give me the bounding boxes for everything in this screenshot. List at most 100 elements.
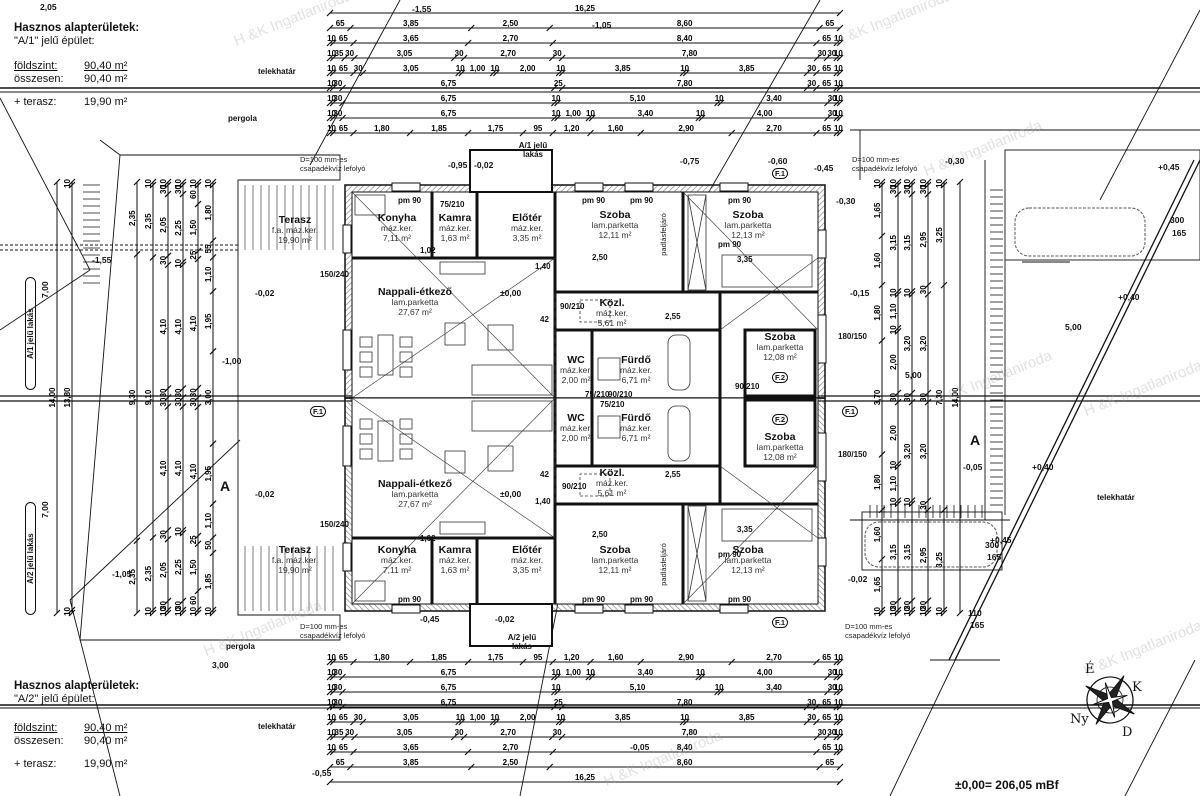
- dimension-value: 1,80: [873, 305, 882, 321]
- dimension-value: 35: [335, 49, 344, 58]
- level-mark: -0,55: [312, 768, 332, 778]
- dimension-tick: [908, 398, 916, 406]
- level-mark: -0,02: [848, 574, 868, 584]
- dimension-value: 10: [456, 64, 465, 73]
- dimension-value: 1,65: [873, 576, 882, 592]
- dimension-value: 10: [889, 606, 898, 615]
- dimension-value: 8,40: [677, 34, 693, 43]
- dimension-tick: [894, 463, 902, 471]
- dimension-tick: [585, 673, 593, 681]
- dimension-value: 1,60: [608, 124, 624, 133]
- level-mark: -0,15: [850, 288, 870, 298]
- dimension-value: 30: [919, 500, 928, 509]
- dimension-tick: [924, 497, 932, 505]
- dimension-value: 13,80: [63, 387, 72, 408]
- room-finish: máz.ker.: [559, 423, 593, 433]
- dimension-value: 2,25: [174, 559, 183, 575]
- summary-label: összesen:: [14, 73, 64, 85]
- dimension-tick: [813, 39, 820, 47]
- level-mark: -0,60: [768, 156, 788, 166]
- dimension-tick: [460, 733, 468, 741]
- dimension-tick: [329, 54, 337, 62]
- dimension-value: 10: [935, 179, 944, 188]
- dimension-tick: [894, 460, 902, 468]
- dimension-value: 1,80: [374, 653, 390, 662]
- dimension-tick: [833, 69, 841, 77]
- dimension-value: 1,00: [565, 109, 581, 118]
- dimension-tick: [350, 129, 357, 137]
- dimension-value: 2,50: [503, 19, 519, 28]
- dimension-value: 6,75: [441, 79, 457, 88]
- dimension-value: 30: [174, 185, 183, 194]
- opening-label: pm 90: [582, 595, 606, 604]
- dimension-tick: [341, 54, 349, 62]
- level-mark: -0,02: [495, 614, 515, 624]
- opening-label: 2,55: [665, 470, 681, 479]
- dimension-tick: [833, 39, 841, 47]
- opening-label: 180/150: [838, 332, 867, 341]
- dimension-value: 10: [327, 683, 336, 692]
- dimension-tick: [164, 403, 172, 410]
- dimension-value: 30: [333, 79, 342, 88]
- opening-label: 2,55: [665, 312, 681, 321]
- opening-label: 2,50: [592, 253, 608, 262]
- dimension-tick: [894, 190, 902, 198]
- dimension-value: 10: [834, 124, 843, 133]
- dimension-tick: [467, 763, 475, 771]
- dimension-value: 30: [919, 393, 928, 402]
- dimension-tick: [179, 178, 187, 186]
- dimension-tick: [728, 658, 736, 666]
- dimension-tick: [179, 258, 187, 266]
- opening-label: pm 90: [728, 595, 752, 604]
- level-mark: 165: [987, 552, 1002, 562]
- dimension-value: 30: [354, 713, 363, 722]
- dimension-value: 1,20: [564, 653, 580, 662]
- pergola-label: pergola: [226, 642, 255, 651]
- opening-label: pm 90: [582, 196, 606, 205]
- dimension-value: 2,70: [766, 653, 782, 662]
- dimension-tick: [133, 250, 141, 258]
- dimension-value: 3,85: [615, 713, 631, 722]
- opening-label: pm 90: [718, 240, 742, 249]
- dimension-value: 10: [903, 288, 912, 297]
- dimension-value: 30: [919, 185, 928, 194]
- property-line-label: telekhatár: [258, 722, 296, 731]
- dimension-tick: [836, 748, 844, 756]
- dimension-tick: [894, 609, 902, 617]
- dimension-value: 10: [680, 713, 689, 722]
- dimension-tick: [194, 532, 202, 540]
- dimension-tick: [326, 69, 334, 77]
- room-area: 12,11 m²: [598, 230, 632, 240]
- dimension-value: 10: [174, 258, 183, 267]
- dimension-value: 1,50: [189, 559, 198, 575]
- dimension-value: 30: [828, 109, 837, 118]
- dimension-value: 10: [873, 606, 882, 615]
- dimension-tick: [894, 497, 902, 505]
- dimension-value: 10: [889, 460, 898, 469]
- dimension-value: 30: [828, 668, 837, 677]
- room-finish: máz.ker.: [619, 423, 653, 433]
- dimension-value: 65: [822, 713, 831, 722]
- dimension-tick: [924, 609, 932, 617]
- summary-building: "A/2" jelű épület:: [14, 693, 95, 705]
- dimension-tick: [813, 84, 820, 92]
- opening-label: 90/210: [735, 382, 760, 391]
- room-finish: lam.parketta: [391, 297, 439, 307]
- dimension-tick: [554, 673, 561, 681]
- room-name: Szoba: [764, 431, 796, 443]
- dimension-value: 25: [189, 250, 198, 259]
- dimension-tick: [836, 84, 844, 92]
- dimension-value: 2,70: [766, 124, 782, 133]
- dimension-value: 10: [889, 179, 898, 188]
- dimension-value: 6,75: [441, 94, 457, 103]
- dimension-value: 1,85: [431, 653, 447, 662]
- dimension-value: 2,50: [503, 758, 519, 767]
- dimension-tick: [550, 84, 558, 92]
- level-mark: -0,45: [814, 163, 834, 173]
